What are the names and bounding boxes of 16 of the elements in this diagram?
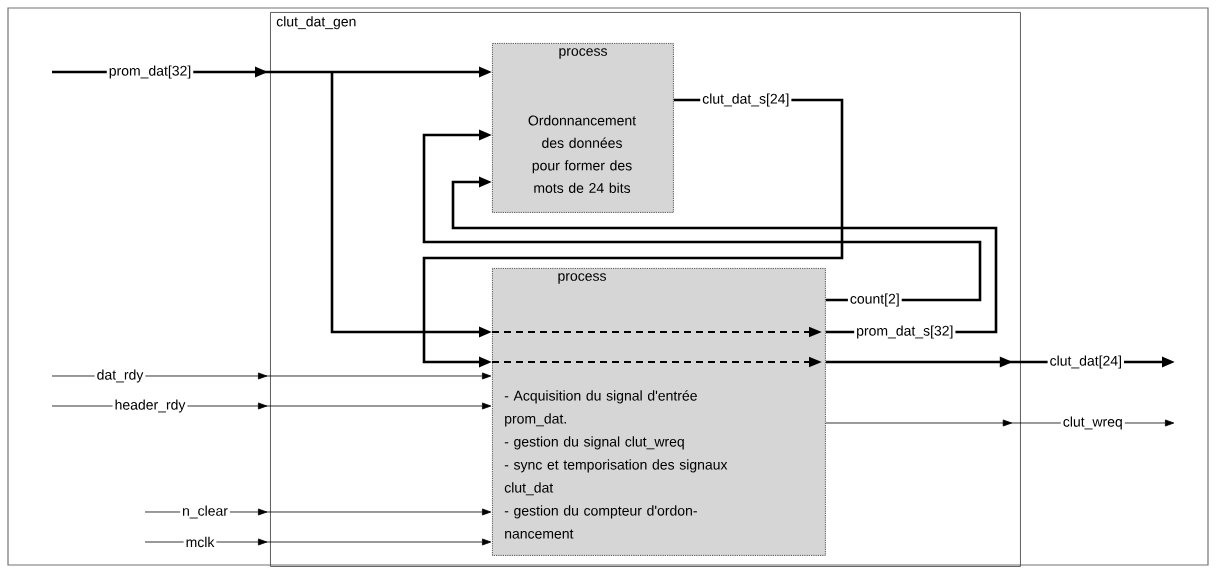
signal-label: prom_dat[32] [106,63,194,81]
signal-arrow [451,176,998,334]
signal-label: dat_rdy [94,367,146,385]
signal-label: header_rdy [112,397,188,415]
process-box: process - Acquisition du signal d'entrée prom_dat. - gestion du signal clut_wreq - sync et temporisation des signaux clut_dat - gestion du compteur d'ordon- nancement [492,268,826,556]
signal-arrow [51,372,492,380]
signal-label: clut_dat_s[24] [700,91,792,109]
signal-label: n_clear [180,503,230,521]
signal-label: clut_wreq [1060,414,1125,432]
signal-label: count[2] [847,291,902,309]
process-box: process Ordonnancement des données pour former des mots de 24 bits [492,43,674,213]
signal-label: prom_dat_s[32] [854,323,956,341]
signal-arrow [422,129,982,302]
signal-label: mclk [183,534,217,550]
signal-label: clut_dat[24] [1047,353,1124,371]
signal-arrow [144,538,492,546]
